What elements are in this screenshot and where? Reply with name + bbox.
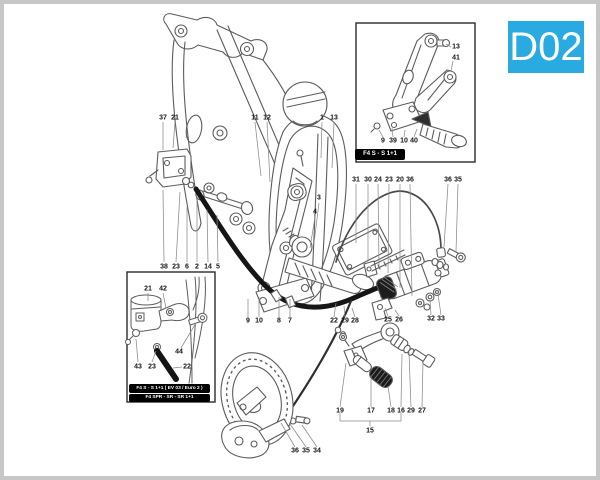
variant-label-f4s: F4 S - S 1+1 (355, 149, 405, 160)
rear-master-cylinder (371, 251, 450, 321)
table-code-badge: D02 (508, 21, 584, 73)
brake-hose (193, 186, 394, 310)
inset-footrest-variant (355, 22, 476, 163)
hose-clamp-2 (284, 295, 297, 309)
fluid-reservoir (282, 81, 328, 127)
brake-pedal-assembly (334, 322, 436, 389)
inset-master-cylinder-variant (125, 271, 216, 403)
leader-lines (162, 121, 459, 448)
reservoir-hose (335, 190, 466, 277)
variant-label-f4spr: F4 SPR - SR - SR 1+1 (129, 393, 210, 402)
linkage-parts (195, 182, 256, 235)
switch-bracket (145, 148, 195, 189)
pushrod (363, 249, 406, 278)
variant-label-f4s-euro2: F4 S - S 1+1 ( EV 03 / Euro 2 ) (129, 384, 210, 393)
